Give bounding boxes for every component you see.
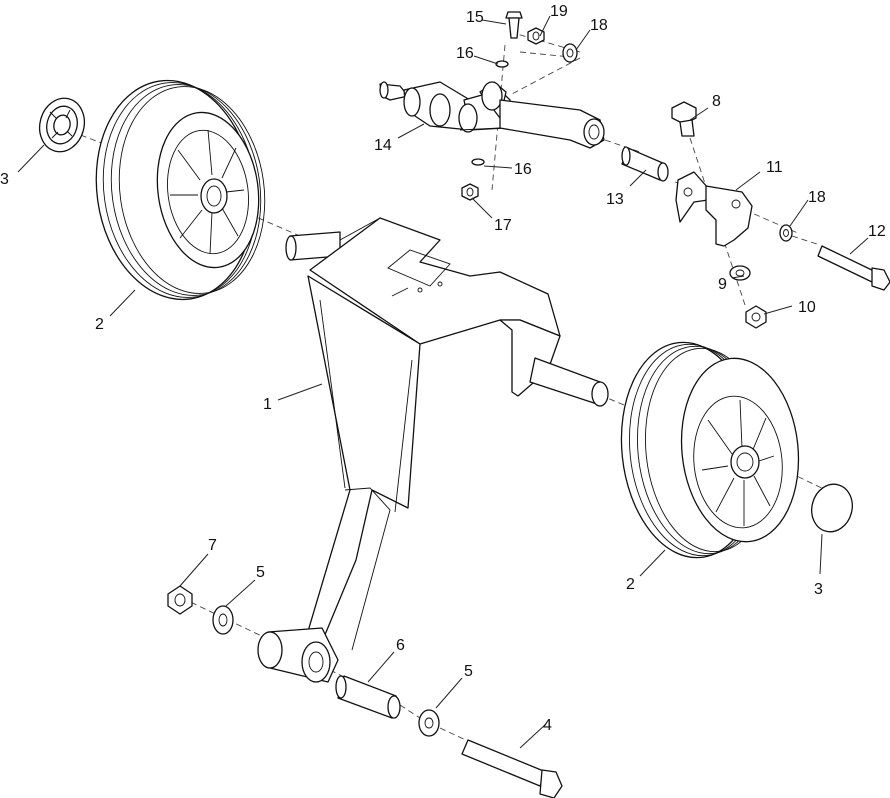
bolt-15: [505, 11, 523, 39]
callout-9: 9: [718, 276, 727, 293]
callout-17: 17: [494, 217, 512, 234]
bolt-8: [671, 101, 697, 137]
hub-cap-right: [811, 483, 853, 533]
callout-7: 7: [208, 537, 217, 554]
bearing-cap-left: [38, 97, 86, 153]
bolt-12: [817, 245, 890, 291]
callout-15: 15: [466, 9, 484, 26]
callout-19: 19: [550, 3, 568, 20]
washer-16-lower: [471, 158, 485, 166]
callout-5-right: 5: [464, 663, 473, 680]
washer-5-right: [418, 709, 440, 737]
callout-13: 13: [606, 191, 624, 208]
callout-18-top: 18: [590, 17, 608, 34]
washer-16-upper: [495, 60, 509, 68]
callout-3-right: 3: [814, 581, 823, 598]
callout-3-left: 3: [0, 171, 9, 188]
callout-5-left: 5: [256, 564, 265, 581]
nut-7: [167, 585, 193, 615]
callout-6: 6: [396, 637, 405, 654]
bolt-4: [461, 739, 563, 798]
washer-18-right: [779, 224, 793, 242]
callout-labels: 3 2 1 2 3 7 5 6 5 4 15 19 18 16 14 16 17…: [0, 3, 886, 734]
leader-lines: [17, 15, 869, 749]
washer-9: [729, 265, 751, 281]
callout-10: 10: [798, 299, 816, 316]
caster-arm: [379, 81, 605, 149]
callout-11: 11: [766, 159, 783, 176]
callout-4: 4: [543, 717, 552, 734]
nut-17: [461, 183, 479, 201]
wheel-left: [95, 79, 266, 301]
callout-2-right: 2: [626, 576, 635, 593]
callout-2-left: 2: [95, 316, 104, 333]
callout-16-bottom: 16: [514, 161, 532, 178]
main-frame: [257, 217, 609, 683]
callout-1: 1: [263, 396, 272, 413]
sleeve-6: [335, 675, 401, 719]
sleeve-13: [621, 146, 669, 182]
bracket-11: [675, 171, 753, 247]
washer-5-left: [212, 605, 234, 635]
wheel-right: [620, 341, 800, 559]
nut-19: [527, 27, 545, 45]
washer-18-top: [562, 43, 578, 63]
callout-8: 8: [712, 93, 721, 110]
callout-14: 14: [374, 137, 392, 154]
callout-16-top: 16: [456, 45, 474, 62]
callout-12: 12: [868, 223, 886, 240]
callout-18-right: 18: [808, 189, 826, 206]
nut-10: [745, 305, 767, 329]
